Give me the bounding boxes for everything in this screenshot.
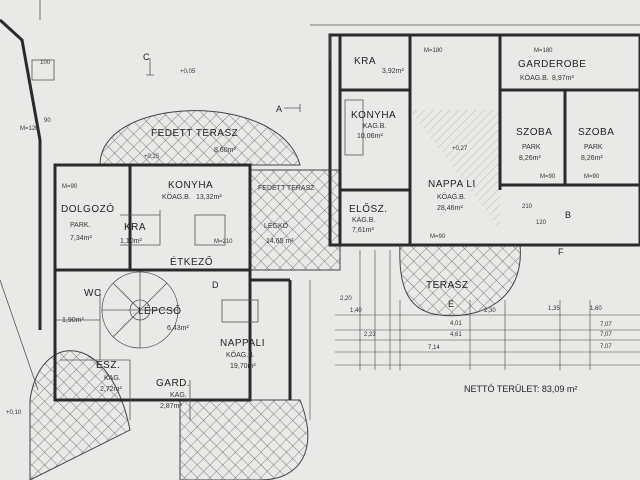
dim-120-right: 120 <box>536 220 547 226</box>
room-etkezo-name: ÉTKEZŐ <box>170 254 213 268</box>
room-gard-floor: KAG. <box>170 392 187 399</box>
room-kra-left-area: 1,10m² <box>120 238 142 245</box>
room-elosz-area: 7,61m² <box>352 227 374 234</box>
level-marker-4: +0,10 <box>6 410 22 416</box>
section-mark-e: E <box>448 299 454 309</box>
bottom-terrace-arc <box>179 399 309 480</box>
level-marker-1: +0,05 <box>180 69 196 75</box>
room-elosz-name: ELŐSZ. <box>349 201 388 215</box>
room-konyha-right-name: KONYHA <box>351 110 396 121</box>
dimension-lines <box>309 250 640 420</box>
left-edge-fragment <box>0 18 55 391</box>
dim-210-right: 210 <box>522 204 533 210</box>
section-mark-c: C <box>143 52 150 62</box>
dim-461: 4,61 <box>450 332 462 338</box>
dim-714: 7,14 <box>428 345 440 351</box>
spiral-staircase <box>101 271 179 349</box>
dim-m90-dolgozo: M=90 <box>62 184 78 190</box>
dim-m90-nappali: M=90 <box>430 234 446 240</box>
covered-terrace-top <box>99 110 301 166</box>
room-fedett-terasz-top-name: FEDETT TERASZ <box>151 128 238 139</box>
room-nappali-right-floor: KÖAG.B. <box>437 193 466 201</box>
room-konyha-left-name: KONYHA <box>168 180 213 191</box>
room-gard-name: GARD. <box>156 378 190 389</box>
dim-707-b: 7,07 <box>600 332 612 338</box>
room-garderobe-name: GARDEROBE <box>518 59 586 70</box>
left-wing-walls <box>53 163 292 420</box>
section-mark-a: A <box>276 104 282 114</box>
dim-m210-left: M=210 <box>214 239 233 245</box>
room-wc-name: WC <box>84 288 102 299</box>
room-nappali-left-area: 19,70m² <box>230 363 256 370</box>
dim-707-a: 7,07 <box>600 322 612 328</box>
room-dolgozo-name: DOLGOZÓ <box>61 202 115 215</box>
terrace-right <box>399 244 521 317</box>
dim-160: 1,60 <box>590 306 602 312</box>
dim-135: 1,35 <box>548 306 560 312</box>
room-kra-top-name: KRA <box>354 56 376 67</box>
right-wing-walls <box>328 33 640 247</box>
dining-table <box>194 214 226 246</box>
room-szoba1-name: SZOBA <box>516 127 552 138</box>
room-konyha-left-floor: KÖAG.B. <box>162 193 191 201</box>
room-wc-area: 1,90m² <box>62 317 84 324</box>
level-marker-3: +0,27 <box>452 146 468 152</box>
dim-m180-top: M=180 <box>424 48 443 54</box>
dim-m120-left: M=120 <box>20 126 39 132</box>
room-fedett-terasz-mid-name: FEDETT TERASZ <box>258 185 315 192</box>
section-mark-d: D <box>212 280 219 290</box>
room-terasz-name: TERASZ <box>426 280 468 291</box>
section-arrow-a <box>284 104 301 112</box>
dim-m90-szoba2: M=90 <box>584 174 600 180</box>
room-lepcso-name: LÉPCSŐ <box>138 303 182 317</box>
net-area-note: NETTÓ TERÜLET: 83,09 m² <box>464 384 577 394</box>
room-garderobe-floor: KÖAG.B. <box>520 74 549 82</box>
section-arrow-c <box>146 58 154 76</box>
room-kra-top-area: 3,92m² <box>382 68 404 75</box>
section-mark-b: B <box>565 210 571 220</box>
room-szoba1-floor: PARK <box>522 144 541 151</box>
room-lepcso-area: 6,43m² <box>167 325 189 332</box>
dim-100-left: 100 <box>40 60 51 66</box>
fireplace <box>221 299 259 323</box>
room-nappali-left-floor: KŐAG.B. <box>226 350 255 359</box>
dim-90-left: 90 <box>44 118 51 124</box>
living-hatch <box>410 110 500 230</box>
room-kra-left-name: KRA <box>124 222 146 233</box>
room-dolgozo-area: 7,34m² <box>70 235 92 242</box>
room-gard-area: 2,87m² <box>160 403 182 410</box>
room-szoba2-floor: PARK <box>584 144 603 151</box>
section-mark-f: F <box>558 247 564 257</box>
room-esz-area: 2,72m² <box>100 386 122 393</box>
dim-220: 2,20 <box>340 296 352 302</box>
room-szoba2-name: SZOBA <box>578 127 614 138</box>
room-dolgozo-floor: PARK. <box>70 222 91 229</box>
room-nappali-left-name: NAPPALI <box>220 338 265 349</box>
dim-m180-top-right: M=180 <box>534 48 553 54</box>
dim-707-c: 7,07 <box>600 344 612 350</box>
dim-401: 4,01 <box>450 321 462 327</box>
room-szoba1-area: 8,26m² <box>519 155 541 162</box>
level-marker-2: +0,25 <box>144 154 160 160</box>
room-fedett-terasz-mid-area: 14,65 m² <box>266 238 294 245</box>
room-szoba2-area: 8,26m² <box>581 155 603 162</box>
room-garderobe-area: 8,97m² <box>552 75 574 82</box>
dim-m90-szoba1: M=90 <box>540 174 556 180</box>
room-esz-floor: KAG. <box>104 375 121 382</box>
dim-223: 2,23 <box>364 332 376 338</box>
room-fedett-terasz-top-area: 8,60m² <box>214 147 236 154</box>
dim-140: 1,40 <box>350 308 362 314</box>
room-konyha-right-floor: KAG.B. <box>363 123 386 130</box>
room-fedett-terasz-mid-floor: LÉGKÖ <box>264 221 289 230</box>
room-elosz-floor: KAG.B. <box>352 217 375 224</box>
room-konyha-right-area: 10,06m² <box>357 133 383 140</box>
room-esz-name: ESZ. <box>96 360 120 371</box>
room-nappali-right-area: 28,46m² <box>437 205 463 212</box>
room-konyha-left-area: 13,32m² <box>196 194 222 201</box>
dim-230: 2,30 <box>484 308 496 314</box>
room-nappali-right-name: NAPPA LI <box>428 179 476 190</box>
